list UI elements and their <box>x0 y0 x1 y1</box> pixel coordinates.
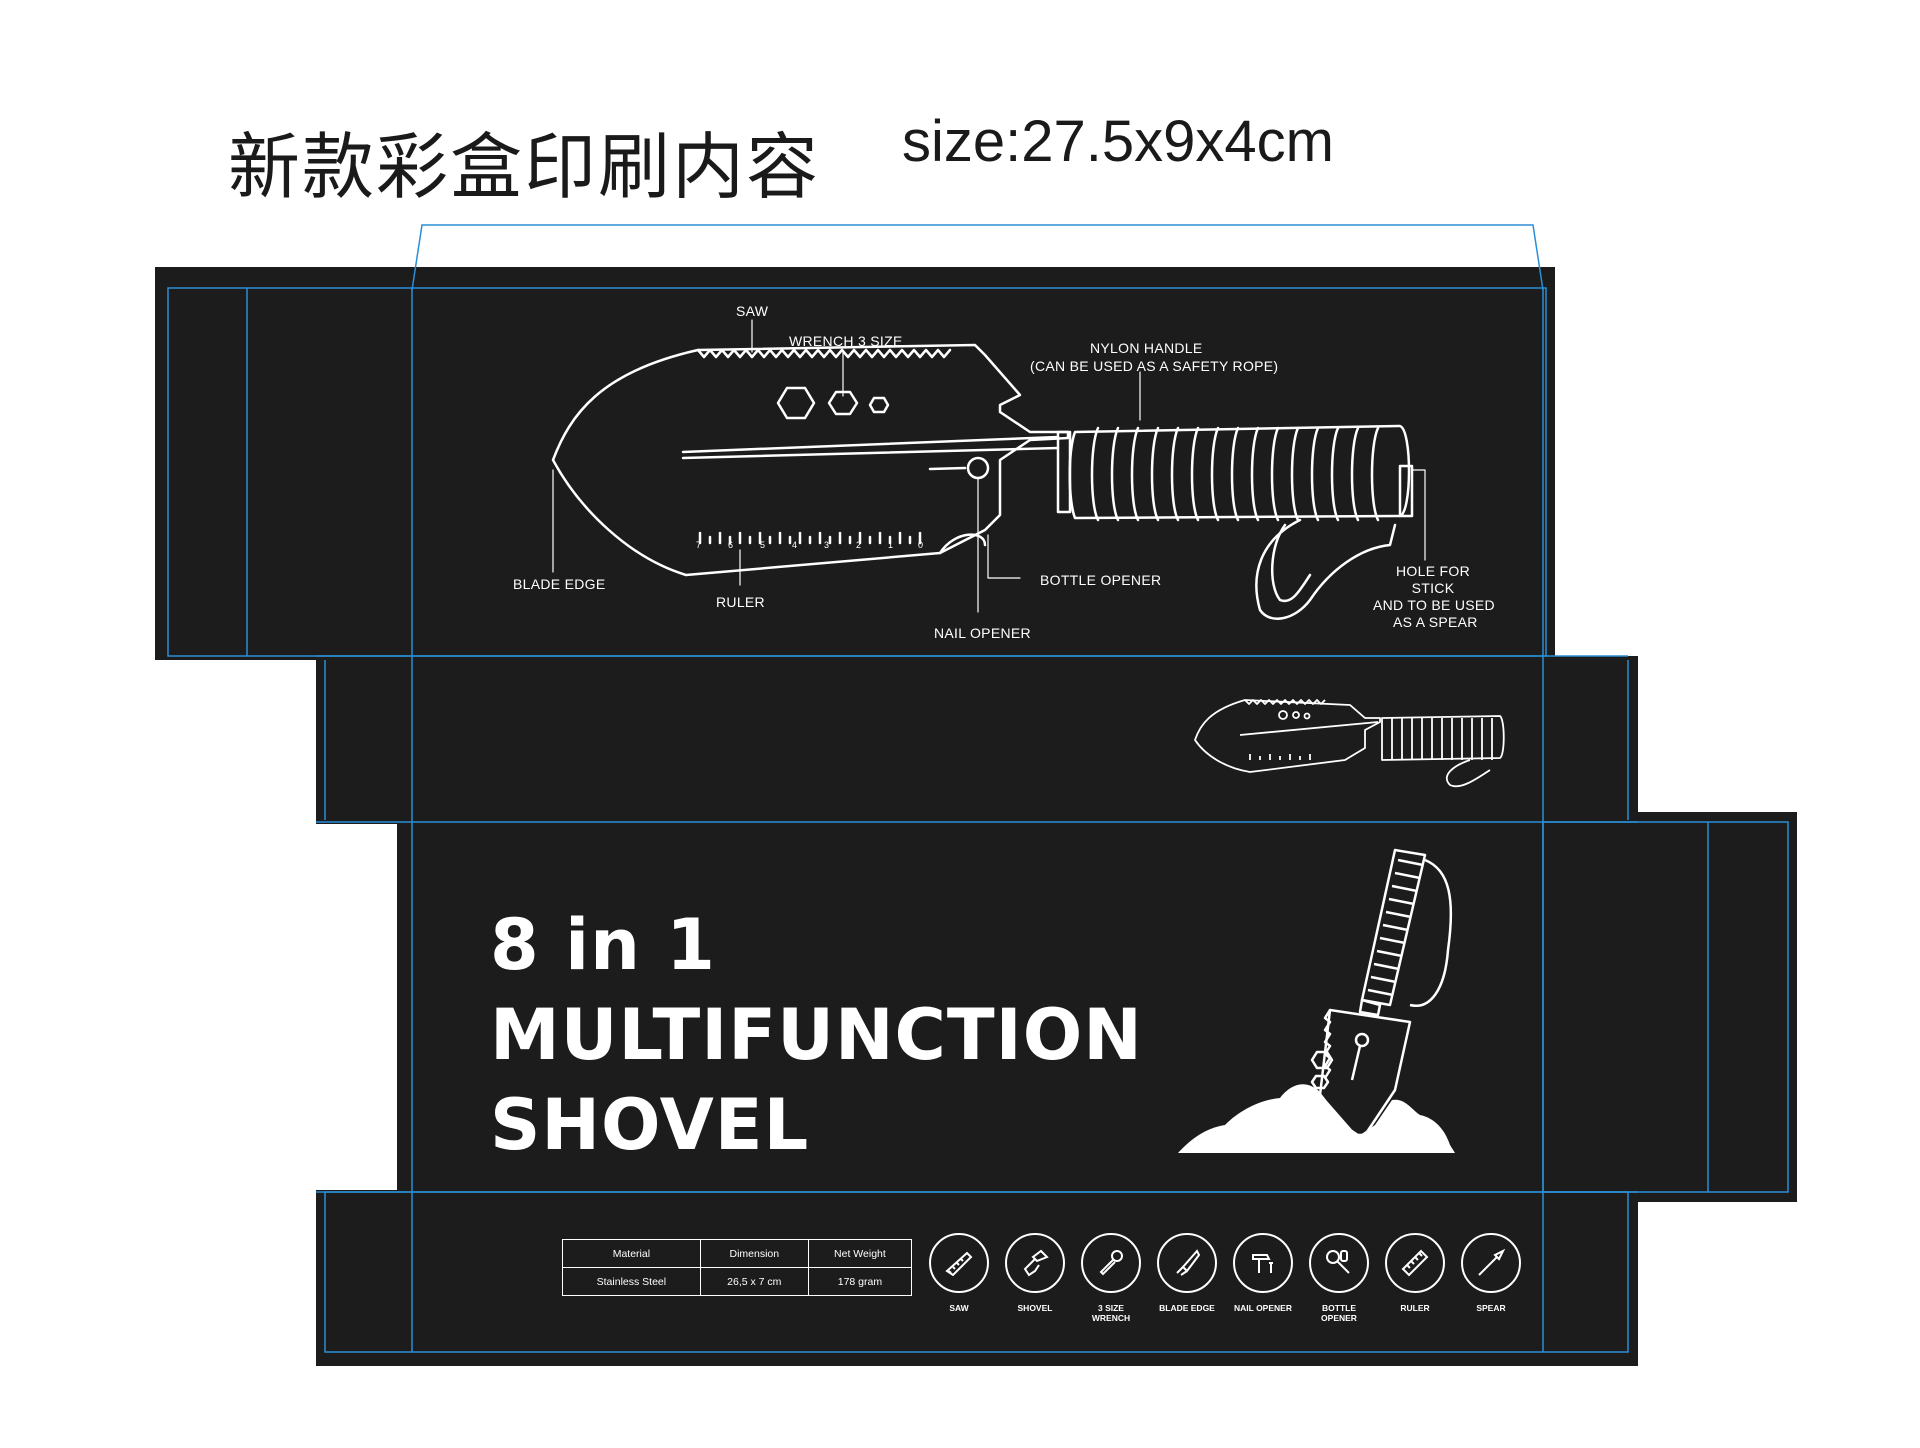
page-title: 新款彩盒印刷内容 <box>228 125 821 209</box>
feature-label: NAIL OPENER <box>1234 1303 1292 1313</box>
ruler-tick-label: 4 <box>792 540 798 550</box>
nail-opener-icon <box>1233 1233 1293 1293</box>
specs-value-cell: 26,5 x 7 cm <box>699 1267 809 1296</box>
callout-wrench: WRENCH 3 SIZE <box>789 333 903 349</box>
specs-header-cell: Dimension <box>699 1239 809 1268</box>
top-panel <box>155 267 1555 660</box>
callout-bottle-opener: BOTTLE OPENER <box>1040 572 1162 588</box>
headline-line-3: SHOVEL <box>490 1084 810 1166</box>
callout-hole-line-3: AND TO BE USED <box>1373 597 1495 613</box>
ruler-icon <box>1385 1233 1445 1293</box>
callout-nylon-handle-note: (CAN BE USED AS A SAFETY ROPE) <box>1030 358 1279 374</box>
callout-hole-line-4: AS A SPEAR <box>1393 614 1478 630</box>
blade-edge-icon <box>1157 1233 1217 1293</box>
specs-header-cell: Material <box>562 1239 701 1268</box>
specs-header-cell: Net Weight <box>807 1239 913 1268</box>
callout-blade-edge: BLADE EDGE <box>513 576 606 592</box>
specs-value-cell: 178 gram <box>807 1267 913 1296</box>
callout-ruler: RULER <box>716 594 765 610</box>
feature-ruler: RULER <box>1379 1233 1451 1313</box>
feature-label: SHOVEL <box>1017 1303 1053 1313</box>
feature-label: BLADE EDGE <box>1159 1303 1215 1313</box>
feature-label: BOTTLE OPENER <box>1321 1303 1357 1323</box>
callout-nail-opener: NAIL OPENER <box>934 625 1031 641</box>
side-panel-upper <box>316 656 1638 824</box>
bottle-opener-icon <box>1309 1233 1369 1293</box>
saw-icon <box>929 1233 989 1293</box>
front-panel <box>397 812 1797 1202</box>
feature-label: 3 SIZE WRENCH <box>1091 1303 1131 1323</box>
specs-header-row: Material Dimension Net Weight <box>562 1239 913 1268</box>
callout-hole-line-2: STICK <box>1411 580 1455 596</box>
ruler-tick-label: 1 <box>888 540 894 550</box>
feature-label: RULER <box>1400 1303 1430 1313</box>
specs-value-row: Stainless Steel 26,5 x 7 cm 178 gram <box>562 1267 913 1296</box>
wrench-icon <box>1081 1233 1141 1293</box>
specs-value-cell: Stainless Steel <box>562 1267 701 1296</box>
callout-nylon-handle: NYLON HANDLE <box>1090 340 1203 356</box>
feature-blade-edge: BLADE EDGE <box>1151 1233 1223 1313</box>
ruler-tick-label: 3 <box>824 540 830 550</box>
spear-icon <box>1461 1233 1521 1293</box>
feature-bottle-opener: BOTTLE OPENER <box>1303 1233 1375 1323</box>
feature-spear: SPEAR <box>1455 1233 1527 1313</box>
specs-table: Material Dimension Net Weight Stainless … <box>562 1239 913 1296</box>
feature-label: SAW <box>949 1303 969 1313</box>
ruler-tick-label: 0 <box>918 540 924 550</box>
ruler-tick-label: 2 <box>856 540 862 550</box>
ruler-tick-label: 7 <box>696 540 702 550</box>
headline-line-2: MULTIFUNCTION <box>490 994 1143 1076</box>
ruler-tick-label: 6 <box>728 540 734 550</box>
callout-saw: SAW <box>736 303 769 319</box>
feature-wrench: 3 SIZE WRENCH <box>1075 1233 1147 1323</box>
box-size-label: size:27.5x9x4cm <box>902 109 1334 174</box>
feature-saw: SAW <box>923 1233 995 1313</box>
feature-nail-opener: NAIL OPENER <box>1227 1233 1299 1313</box>
feature-shovel: SHOVEL <box>999 1233 1071 1313</box>
ruler-tick-label: 5 <box>760 540 766 550</box>
headline-line-1: 8 in 1 <box>490 904 716 986</box>
callout-hole-line-1: HOLE FOR <box>1396 563 1470 579</box>
feature-label: SPEAR <box>1476 1303 1506 1313</box>
shovel-icon <box>1005 1233 1065 1293</box>
